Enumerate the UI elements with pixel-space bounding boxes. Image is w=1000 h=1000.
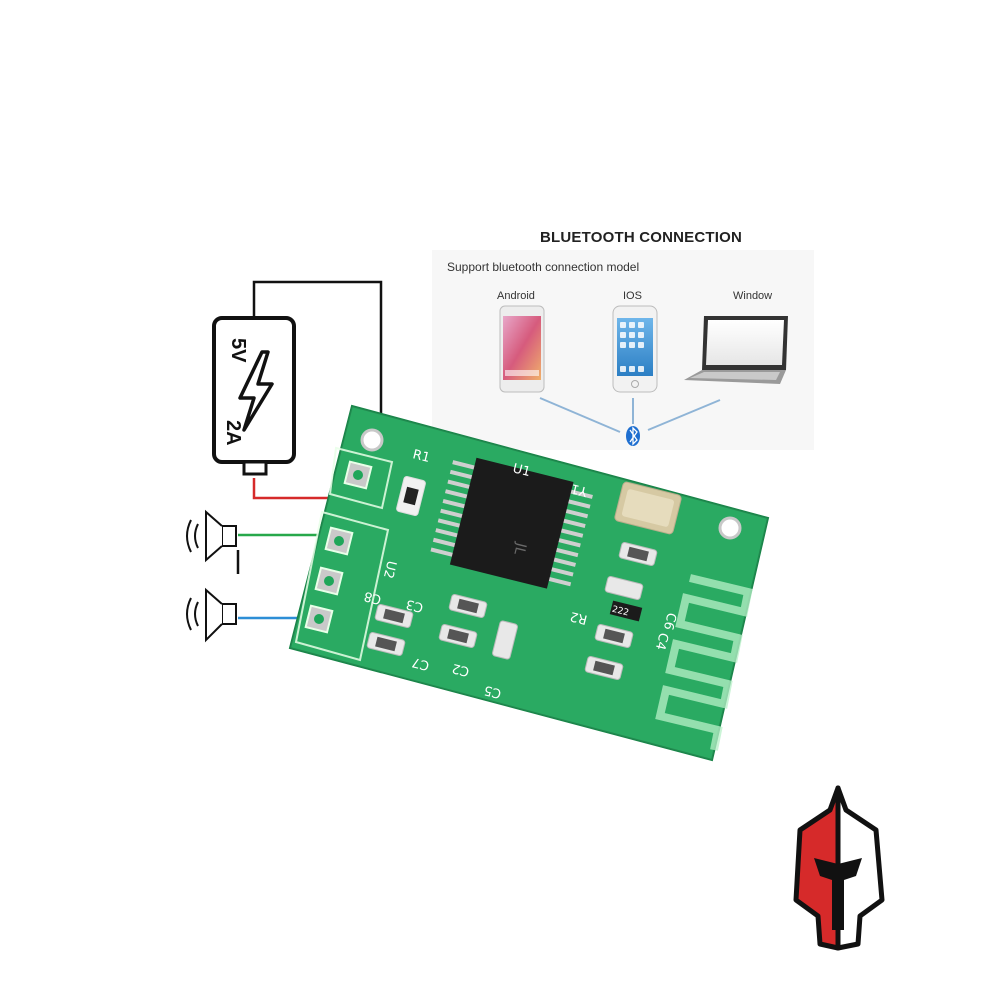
label-c2: C2 [450,660,470,679]
bluetooth-amplifier-board: JL [288,404,770,762]
resistor-code: 222 [611,605,630,619]
resistor-r2 [609,600,643,622]
chip-marking: JL [510,540,529,557]
label-u2: U2 [380,559,399,580]
bluetooth-link-lines [539,397,721,433]
label-c7: C7 [410,654,430,673]
label-y1: Y1 [570,480,590,499]
label-r1: R1 [411,447,431,466]
battery-current-label: 2A [222,420,244,446]
bluetooth-panel-subtitle: Support bluetooth connection model [447,260,640,274]
bluetooth-panel-title: BLUETOOTH CONNECTION [540,229,743,246]
laptop-icon [684,316,788,384]
iphone-icon [612,305,658,393]
label-c4: C4 [652,631,671,651]
speaker-icon [186,509,237,563]
spartan-helmet-logo-icon [793,785,885,951]
label-r2: R2 [569,608,589,627]
label-c6: C6 [660,611,679,631]
lightning-bolt-icon [238,350,274,432]
ground-wire-top [252,280,383,428]
battery-icon: 5V 2A [212,316,296,476]
power-positive-wire [252,478,330,500]
pcb-antenna-trace [655,574,753,751]
chip-u1: JL [430,457,593,589]
mounting-hole [718,516,742,540]
device-label-android: Android [497,290,535,302]
android-phone-icon [499,305,545,393]
smd-capacitor-bodies [375,546,649,676]
device-label-ios: IOS [623,290,642,302]
mounting-hole [360,428,384,452]
label-c3: C3 [404,596,424,615]
bluetooth-icon [626,426,640,446]
speaker-icon [186,587,237,643]
battery-voltage-label: 5V [227,338,249,363]
label-c5: C5 [482,682,502,701]
device-label-window: Window [733,290,773,302]
label-u1: U1 [511,461,532,480]
label-c8: C8 [362,588,382,607]
